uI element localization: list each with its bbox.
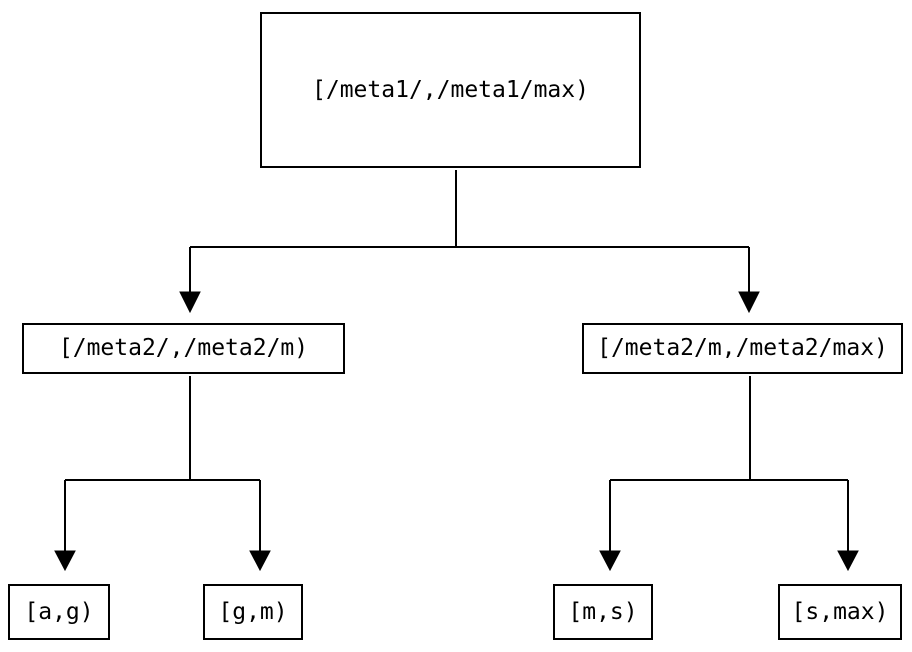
node-leaf-1-label: [a,g) [24,598,94,625]
arrowhead-leaf-3 [599,550,621,572]
arrowhead-leaf-4 [837,550,859,572]
node-left-child: [/meta2/,/meta2/m) [22,323,345,374]
node-leaf-4-label: [s,max) [791,598,889,625]
node-root-label: [/meta1/,/meta1/max) [312,76,589,103]
arrowhead-leaf-1 [54,550,76,572]
node-leaf-2-label: [g,m) [218,598,288,625]
node-leaf-3-label: [m,s) [568,598,638,625]
node-leaf-4: [s,max) [778,584,902,640]
node-leaf-2: [g,m) [203,584,303,640]
node-left-child-label: [/meta2/,/meta2/m) [58,335,309,361]
arrowhead-right-child [738,291,760,314]
node-right-child: [/meta2/m,/meta2/max) [582,323,903,374]
node-root: [/meta1/,/meta1/max) [260,12,641,168]
node-leaf-3: [m,s) [553,584,653,640]
arrowhead-left-child [179,291,201,314]
node-leaf-1: [a,g) [8,584,110,640]
arrowhead-leaf-2 [249,550,271,572]
node-right-child-label: [/meta2/m,/meta2/max) [597,335,888,361]
